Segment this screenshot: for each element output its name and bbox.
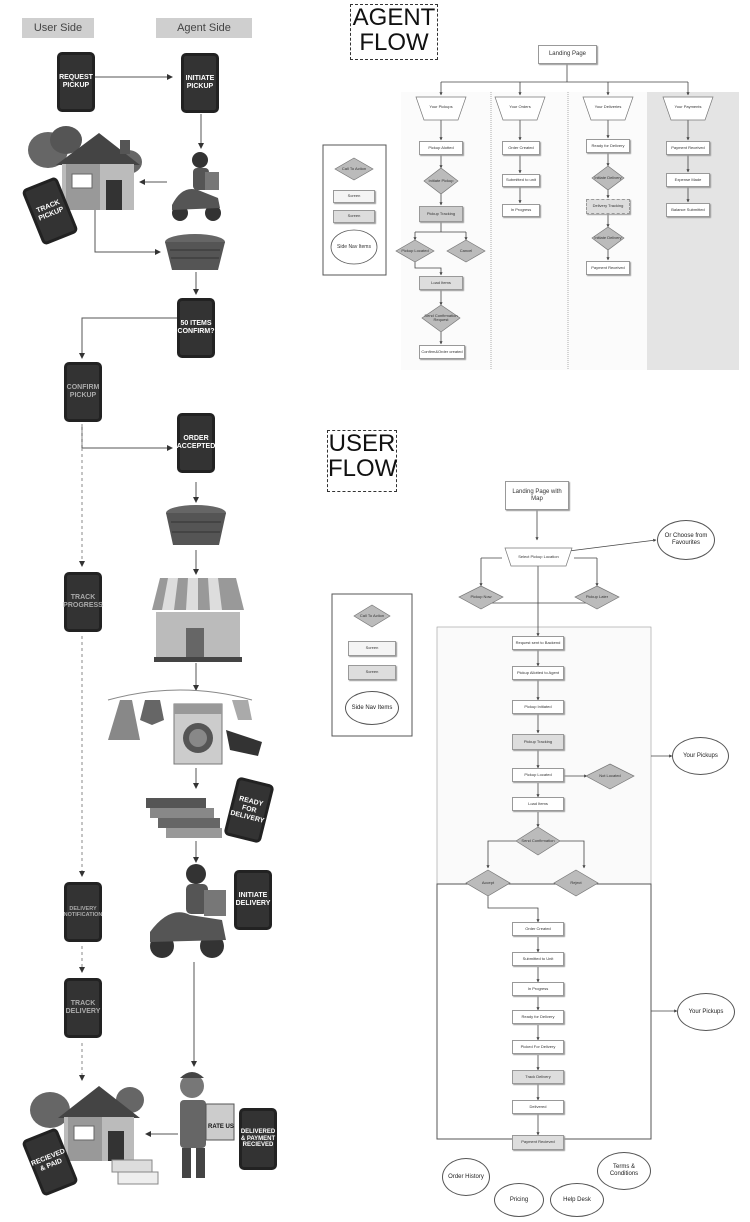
- scooter-courier-illustration-2: [150, 864, 226, 958]
- agent-legend-cta: Call To Action: [341, 166, 367, 171]
- delivered-paid-phone: DELIVERED & PAYMENT RECIEVED: [239, 1108, 277, 1170]
- user-step-box: Request sent to Backend: [512, 636, 564, 650]
- your-pickups-oval-1: Your Pickups: [672, 737, 729, 775]
- track-progress-phone: TRACK PROGRESS: [63, 572, 103, 632]
- accept-diamond: Accept: [481, 880, 495, 885]
- user-step-box: In Progress: [512, 982, 564, 996]
- pickup-tracking-box: Pickup Tracking: [419, 206, 463, 222]
- agent-legend-screen-a: Screen: [333, 190, 375, 203]
- landing-page-box: Landing Page: [538, 45, 597, 64]
- payment-received-delivery-box: Payment Received: [586, 261, 630, 275]
- request-pickup-phone: REQUEST PICKUP: [57, 52, 95, 112]
- user-legend-screen-a: Screen: [348, 641, 396, 656]
- your-orders-col-label: Your Orders: [509, 104, 531, 109]
- user-step-box: Payment Recieved: [512, 1135, 564, 1150]
- agent-legend-screen-b: Screen: [333, 210, 375, 223]
- user-side-header: User Side: [22, 18, 94, 38]
- user-step-box: Pickup Tracking: [512, 734, 564, 750]
- scooter-courier-illustration: [172, 152, 221, 221]
- load-items-box: Load Items: [419, 276, 463, 290]
- confirm-order-box: Confirm&Order created: [419, 345, 465, 359]
- agent-flow-title: AGENT FLOW: [350, 4, 438, 60]
- pricing-oval: Pricing: [494, 1183, 544, 1217]
- initiate-delivery-phone: INITIATE DELIVERY: [234, 870, 272, 930]
- agent-side-header: Agent Side: [156, 18, 252, 38]
- your-payments-col-label: Your Payments: [674, 104, 702, 109]
- pickup-now-diamond: Pickup Now: [470, 594, 492, 599]
- user-step-box: Pickup Initiated: [512, 700, 564, 714]
- expense-made-box: Expense Made: [666, 173, 710, 187]
- user-step-box: Submitted to Unit: [512, 952, 564, 966]
- agent-legend-nav: Side Nav Items: [337, 244, 371, 250]
- confirm-pickup-phone: CONFIRM PICKUP: [64, 362, 102, 422]
- order-created-box: Order Created: [502, 141, 540, 155]
- laundry-basket-illustration: [165, 234, 225, 270]
- user-step-box: Pickup Allotted to Agent: [512, 666, 564, 680]
- user-step-box: Order Created: [512, 922, 564, 936]
- laundry-basket-illustration-2: [166, 505, 226, 545]
- your-deliveries-col-label: Your Deliveries: [594, 104, 622, 109]
- folded-clothes-illustration: [146, 798, 222, 838]
- terms-conditions-oval: Terms & Conditions: [597, 1152, 651, 1190]
- favourites-oval: Or Choose from Favourites: [657, 520, 715, 560]
- washing-machine-illustration: [107, 689, 262, 765]
- pickup-alotted-box: Pickup Alotted: [419, 141, 463, 155]
- user-step-box: Load Items: [512, 797, 564, 811]
- user-step-box: Ready for Delivery: [512, 1010, 564, 1024]
- initiate-pickup-phone: INITIATE PICKUP: [181, 53, 219, 113]
- user-legend-nav: Side Nav Items: [345, 691, 399, 725]
- landing-map-box: Landing Page with Map: [505, 481, 569, 510]
- select-location-trapezoid: Select Pickup Location: [518, 554, 559, 559]
- user-legend-screen-b: Screen: [348, 665, 396, 680]
- cancel-diamond: Cancel: [459, 248, 473, 253]
- user-step-box: Pickup Located: [512, 768, 564, 782]
- house-illustration-2: [30, 1086, 159, 1185]
- send-confirmation-diamond-user: Send Confirmation: [521, 838, 555, 843]
- pickup-located-diamond: Pickup Located: [401, 248, 429, 253]
- initiate-pickup-diamond: Initiate Pickup: [428, 178, 454, 183]
- laundry-shop-illustration: [152, 578, 244, 662]
- initiate-delivery-diamond-2: Initiate Delivery: [594, 235, 622, 240]
- not-located-diamond: Not Located: [599, 773, 621, 778]
- items-confirm-phone: 50 ITEMS CONFIRM?: [177, 298, 215, 358]
- delivery-man-illustration: [180, 1072, 235, 1178]
- your-pickups-oval-2: Your Pickups: [677, 993, 735, 1031]
- order-accepted-phone: ORDER ACCEPTED: [177, 413, 215, 473]
- help-desk-oval: Help Desk: [550, 1183, 604, 1217]
- delivery-notification-phone: DELIVERY NOTIFICATION: [64, 882, 102, 942]
- rate-us-label: RATE US: [208, 1124, 234, 1130]
- send-confirmation-diamond: Send Confirmation Request: [424, 313, 458, 322]
- payment-received-box: Payment Received: [666, 141, 710, 155]
- initiate-delivery-diamond: Initiate Delivery: [594, 175, 622, 180]
- track-delivery-phone: TRACK DELIVERY: [64, 978, 102, 1038]
- house-illustration: [28, 126, 142, 210]
- agent-flow-chart: [395, 64, 739, 370]
- balance-submitted-box: Balance Submitted: [666, 203, 710, 217]
- your-pickups-col-label: Your Pickups: [429, 104, 453, 109]
- user-step-box: Track Delivery: [512, 1070, 564, 1084]
- user-step-box: Delivered: [512, 1100, 564, 1114]
- delivery-tracking-box: Delivery Tracking: [586, 199, 630, 214]
- pickup-later-diamond: Pickup Later: [585, 594, 609, 599]
- order-history-oval: Order History: [442, 1158, 490, 1196]
- user-step-box: Picked For Delivery: [512, 1040, 564, 1054]
- ready-for-delivery-box: Ready for Delivery: [586, 139, 630, 153]
- user-flow-title: USER FLOW: [327, 430, 397, 492]
- reject-diamond: Reject: [570, 880, 582, 885]
- submitted-to-unit-box: Submitted to unit: [502, 174, 540, 187]
- in-progress-box: In Progress: [502, 204, 540, 217]
- user-legend-cta: Call To Action: [359, 613, 385, 618]
